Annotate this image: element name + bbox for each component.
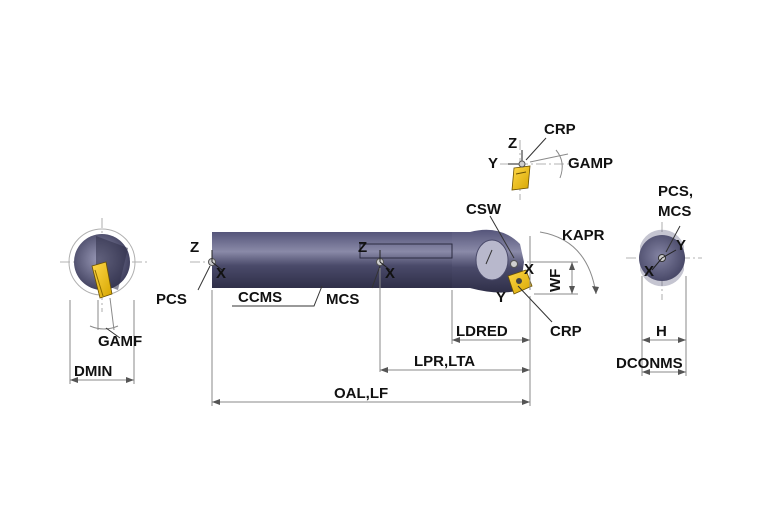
lpr-arrow-left bbox=[380, 367, 388, 373]
kapr-label: KAPR bbox=[562, 227, 605, 244]
ldred-label: LDRED bbox=[456, 323, 508, 340]
ldred-arrow-left bbox=[452, 337, 460, 343]
gamp-ref-line bbox=[529, 153, 569, 163]
pcs-label: PCS bbox=[156, 291, 187, 308]
pcs-leader bbox=[197, 265, 211, 291]
wf-label: WF bbox=[547, 269, 564, 292]
gamf-extension-2 bbox=[109, 297, 115, 331]
mcs-label: MCS bbox=[326, 291, 359, 308]
pcs-z-label: Z bbox=[190, 239, 199, 256]
dconms-arrow-left bbox=[642, 369, 650, 375]
insert-detail-view: Z Y CRP GAMP bbox=[488, 121, 613, 200]
crp-x-label: X bbox=[524, 261, 534, 278]
h-arrow-left bbox=[642, 337, 650, 343]
left-end-view: GAMF DMIN bbox=[60, 218, 150, 384]
csw-label: CSW bbox=[466, 201, 502, 218]
gamf-leader bbox=[105, 327, 121, 339]
right-mcs-label: MCS bbox=[658, 203, 691, 220]
clamp-screw-head bbox=[475, 239, 509, 281]
wf-arrow-top bbox=[569, 262, 575, 270]
mcs-x-axis bbox=[379, 261, 391, 271]
kapr-arrow bbox=[592, 286, 599, 294]
right-end-view: PCS, MCS Y X H DCONMS bbox=[616, 183, 702, 376]
dconms-label: DCONMS bbox=[616, 355, 683, 372]
insert-end-view bbox=[91, 261, 113, 299]
detail-crp-marker bbox=[518, 160, 526, 168]
insert-hole bbox=[516, 278, 522, 284]
crp-origin-marker bbox=[510, 260, 518, 268]
wf-arrow-bottom bbox=[569, 286, 575, 294]
kapr-arc bbox=[539, 231, 597, 295]
detail-crp-leader bbox=[525, 137, 547, 161]
gamf-label: GAMF bbox=[98, 333, 142, 350]
crp-lower-leader bbox=[517, 285, 553, 323]
right-x-label: X bbox=[644, 263, 654, 280]
mcs-x-label: X bbox=[385, 265, 395, 282]
pcs-x-axis bbox=[211, 261, 223, 271]
oal-lf-label: OAL,LF bbox=[334, 385, 388, 402]
dmin-arrow-right bbox=[126, 377, 134, 383]
insert-edge bbox=[94, 269, 104, 297]
oal-arrow-right bbox=[522, 399, 530, 405]
gamp-arc bbox=[555, 149, 563, 179]
dmin-label: DMIN bbox=[74, 363, 112, 380]
right-y-axis bbox=[661, 249, 677, 259]
oal-arrow-left bbox=[212, 399, 220, 405]
h-arrow-right bbox=[678, 337, 686, 343]
right-pcs-leader bbox=[665, 225, 681, 253]
ccms-label: CCMS bbox=[238, 289, 282, 306]
crp-y-label: Y bbox=[496, 289, 506, 306]
detail-z-label: Z bbox=[508, 135, 517, 152]
screw-slot bbox=[485, 249, 493, 265]
right-y-label: Y bbox=[676, 237, 686, 254]
right-pcs-label: PCS, bbox=[658, 183, 693, 200]
detail-crp-label: CRP bbox=[544, 121, 576, 138]
coolant-flat bbox=[359, 243, 453, 259]
detail-y-label: Y bbox=[488, 155, 498, 172]
lpr-lta-label: LPR,LTA bbox=[414, 353, 475, 370]
crp-lower-label: CRP bbox=[550, 323, 582, 340]
insert-detail-edge bbox=[515, 171, 527, 175]
h-label: H bbox=[656, 323, 667, 340]
ldred-arrow-right bbox=[522, 337, 530, 343]
side-view: Z X Z X PCS CCMS MCS OAL,LF LPR,LTA LDRE… bbox=[156, 201, 605, 406]
mcs-z-label: Z bbox=[358, 239, 367, 256]
csw-leader bbox=[489, 215, 515, 259]
dconms-arrow-right bbox=[678, 369, 686, 375]
insert-detail bbox=[511, 165, 531, 191]
mcs-leader bbox=[371, 265, 381, 289]
lpr-arrow-right bbox=[522, 367, 530, 373]
gamf-arc bbox=[89, 325, 119, 330]
ccms-leader bbox=[232, 285, 323, 307]
dmin-arrow-left bbox=[70, 377, 78, 383]
pcs-x-label: X bbox=[216, 265, 226, 282]
right-x-axis bbox=[651, 257, 663, 271]
gamp-label: GAMP bbox=[568, 155, 613, 172]
shank-body bbox=[212, 232, 452, 288]
